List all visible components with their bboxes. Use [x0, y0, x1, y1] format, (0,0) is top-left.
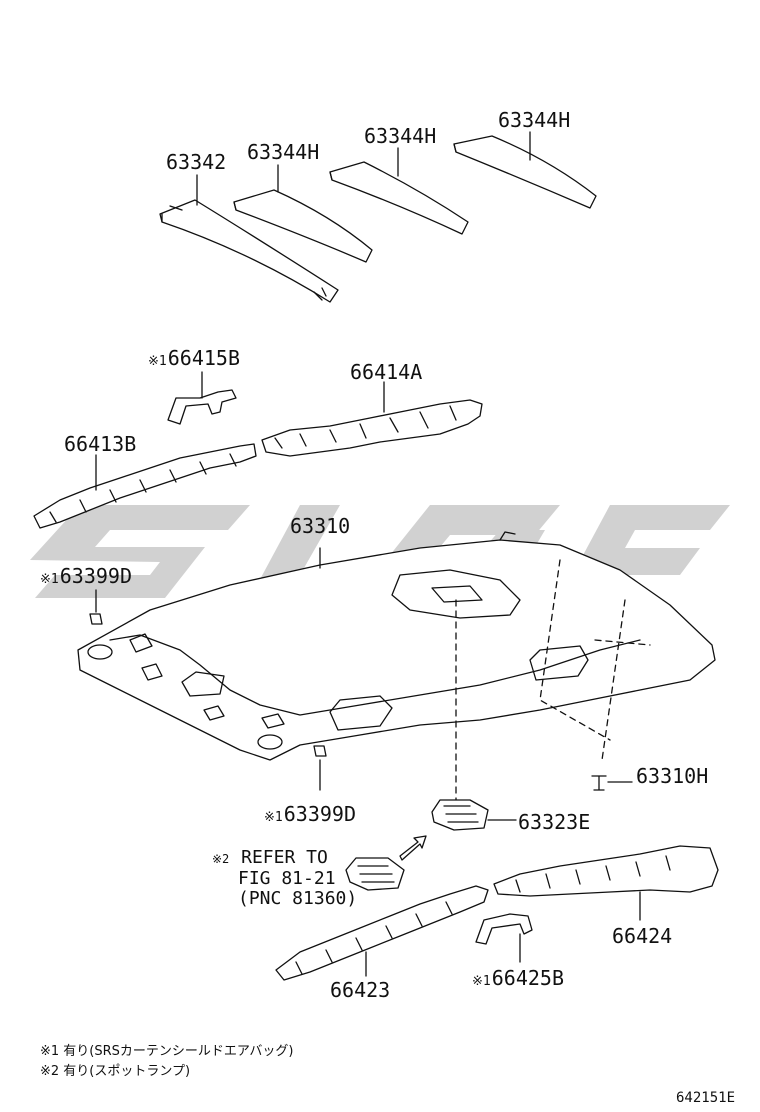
dashed-guides — [455, 559, 651, 801]
callout-66413b: 66413B — [64, 432, 137, 456]
refer-line-1: ※2 REFER TO — [212, 847, 328, 868]
pad-63342 — [159, 199, 339, 303]
bracket-66425b — [475, 913, 533, 963]
rail-66424 — [493, 845, 719, 921]
refer-note: ※2 REFER TO FIG 81-21 (PNC 81360) — [212, 848, 357, 909]
callout-66415b: 66415B — [167, 346, 240, 370]
spotlamp-ref-part — [345, 857, 405, 891]
callout-63323e: 63323E — [518, 810, 591, 834]
bracket-66415b — [167, 371, 237, 425]
callout-66425b-group: ※166425B — [472, 966, 564, 990]
document-id: 642151E — [676, 1090, 736, 1106]
callout-63344h-1: 63344H — [247, 140, 320, 164]
callout-66423: 66423 — [330, 978, 391, 1002]
callout-63344h-2: 63344H — [364, 124, 437, 148]
refer-line-3: (PNC 81360) — [238, 888, 358, 909]
refer-line-2: FIG 81-21 — [238, 868, 336, 889]
clip-63399d-1 — [89, 589, 103, 625]
footnote-1: ※1 有り(SRSカーテンシールドエアバッグ) — [40, 1044, 294, 1059]
rail-66423 — [275, 885, 489, 981]
callout-63399d-2-group: ※163399D — [264, 802, 356, 826]
mark-1c: ※1 — [264, 810, 283, 825]
footnote-2: ※2 有り(スポットランプ) — [40, 1064, 191, 1079]
callout-66424: 66424 — [612, 924, 673, 948]
callout-63344h-3: 63344H — [498, 108, 571, 132]
headliner-63310 — [77, 531, 716, 761]
pad-63344h-3 — [453, 135, 597, 209]
rail-66413b — [33, 443, 257, 529]
callout-63399d-1: 63399D — [59, 564, 132, 588]
callout-63310h: 63310H — [636, 764, 709, 788]
callout-66414a: 66414A — [350, 360, 423, 384]
screw-63310h — [591, 775, 633, 791]
callout-66425b: 66425B — [491, 966, 564, 990]
mark-1: ※1 — [148, 354, 167, 369]
mark-1d: ※1 — [472, 974, 491, 989]
pad-63344h-2 — [329, 161, 469, 235]
mark-1b: ※1 — [40, 572, 59, 587]
lamp-63323e — [431, 799, 517, 831]
arrow-icon — [399, 835, 427, 861]
callout-63310: 63310 — [290, 514, 351, 538]
mark-2: ※2 — [212, 852, 230, 866]
callout-66415b-group: ※166415B — [148, 346, 240, 370]
rail-66414a — [261, 381, 483, 457]
callout-63399d-1-group: ※163399D — [40, 564, 132, 588]
callout-63399d-2: 63399D — [283, 802, 356, 826]
clip-63399d-2 — [313, 745, 327, 791]
callout-63342: 63342 — [166, 150, 227, 174]
pad-63344h-1 — [233, 189, 373, 263]
